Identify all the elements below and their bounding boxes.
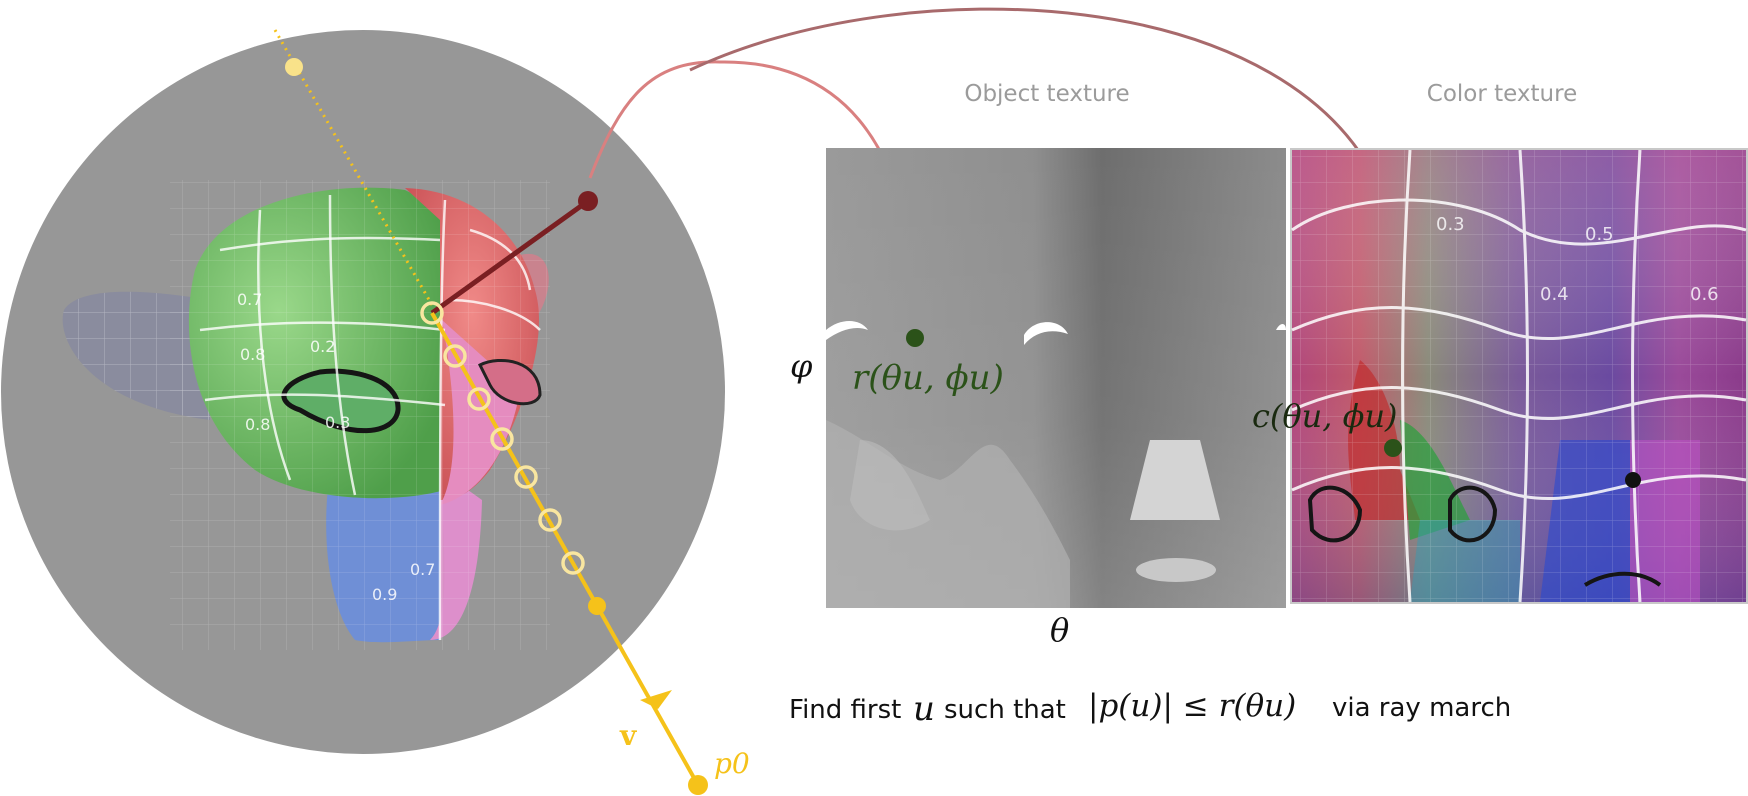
radius-vector xyxy=(430,198,590,316)
color-texture-title: Color texture xyxy=(1427,81,1577,107)
patch-number-6: 0.9 xyxy=(372,585,397,604)
march-samples xyxy=(420,301,585,575)
ray-far-point xyxy=(285,58,303,76)
object-texture xyxy=(826,148,1286,608)
object-texture-title: Object texture xyxy=(964,81,1129,107)
p0-label: p0 xyxy=(714,747,750,780)
color-texture: 0.3 0.5 0.4 0.6 xyxy=(1290,148,1748,604)
color-patch-number-4: 0.6 xyxy=(1690,284,1719,305)
patch-number-1: 0.7 xyxy=(237,290,262,309)
color-patch-number-1: 0.3 xyxy=(1436,214,1465,235)
caption-inequality: |p(u)| ≤ r(θu) xyxy=(1088,688,1296,724)
radius-endpoint xyxy=(578,191,598,211)
color-sample-point xyxy=(1384,439,1402,457)
phi-axis-label: φ xyxy=(790,347,813,385)
ray-direction-arrow xyxy=(640,690,672,709)
march-last-sample xyxy=(588,597,606,615)
color-patch-number-3: 0.4 xyxy=(1540,284,1569,305)
c-point-label: c(θu, ϕu) xyxy=(1252,397,1398,435)
caption-u: u xyxy=(913,689,935,729)
patch-number-4: 0.3 xyxy=(325,413,350,432)
patch-number-5: 0.8 xyxy=(245,415,270,434)
caption-such-that: such that xyxy=(944,695,1066,725)
caption-via-ray-march: via ray march xyxy=(1332,693,1511,723)
patch-number-7: 0.7 xyxy=(410,560,435,579)
patch-number-2: 0.2 xyxy=(310,337,335,356)
object-sample-point xyxy=(906,329,924,347)
v-label: v xyxy=(619,719,637,752)
color-patch-number-2: 0.5 xyxy=(1585,224,1614,245)
theta-axis-label: θ xyxy=(1050,611,1069,649)
patch-number-3: 0.8 xyxy=(240,345,265,364)
r-point-label: r(θu, ϕu) xyxy=(852,358,1004,398)
ray-origin-p0 xyxy=(688,775,708,795)
caption-find-first: Find first xyxy=(789,695,901,725)
right-eye-ring xyxy=(477,358,542,406)
